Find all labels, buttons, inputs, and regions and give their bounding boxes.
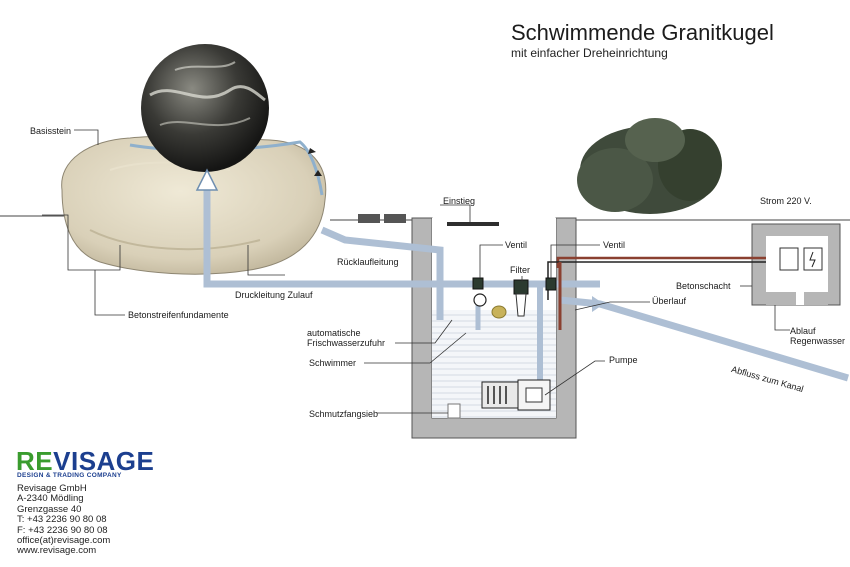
contact-name: Revisage GmbH bbox=[17, 483, 87, 494]
filter-unit bbox=[513, 279, 529, 317]
label-filter: Filter bbox=[510, 265, 530, 275]
logo-re: RE bbox=[16, 446, 54, 476]
betonschacht-box bbox=[751, 223, 841, 306]
flow-arrow-up bbox=[195, 168, 219, 191]
label-betonstreifenfundamente: Betonstreifenfundamente bbox=[128, 310, 229, 320]
flow-marks bbox=[308, 148, 322, 176]
dirt-strainer bbox=[447, 403, 461, 419]
company-contact: Revisage GmbH A-2340 Mödling Grenzgasse … bbox=[17, 483, 111, 557]
granite-sphere bbox=[141, 44, 269, 172]
valve-right bbox=[545, 277, 557, 291]
page-title: Schwimmende Granitkugel bbox=[511, 20, 774, 45]
contact-website[interactable]: www.revisage.com bbox=[17, 545, 97, 557]
logo-tagline: DESIGN & TRADING COMPANY bbox=[17, 472, 122, 479]
label-druckleitung-zulauf: Druckleitung Zulauf bbox=[235, 290, 313, 300]
stepping-slabs bbox=[358, 214, 406, 223]
page-subtitle: mit einfacher Dreheinrichtung bbox=[511, 46, 668, 60]
label-basisstein: Basisstein bbox=[30, 126, 72, 136]
float-valve bbox=[473, 293, 487, 307]
label-schwimmer: Schwimmer bbox=[309, 358, 357, 368]
valve-left bbox=[472, 277, 484, 290]
contact-fax: F: +43 2236 90 80 08 bbox=[17, 524, 108, 536]
leader-lines bbox=[42, 129, 790, 414]
label-strom: Strom 220 V. bbox=[760, 196, 812, 206]
contact-street: Grenzgasse 40 bbox=[17, 503, 82, 515]
label-frischwasserzufuhr: automatische Frischwasserzufuhr bbox=[307, 328, 386, 348]
flow-arrow-overflow bbox=[592, 296, 604, 312]
float bbox=[491, 305, 507, 319]
label-ruecklaufleitung: Rücklaufleitung bbox=[337, 257, 399, 267]
bush bbox=[577, 118, 722, 214]
label-ueberlauf: Überlauf bbox=[652, 296, 687, 306]
label-pumpe: Pumpe bbox=[609, 355, 638, 365]
logo-visage: VISAGE bbox=[53, 446, 155, 476]
company-logo: REVISAGE bbox=[16, 448, 154, 474]
label-schmutzfangsieb: Schmutzfangsieb bbox=[309, 409, 379, 419]
label-betonschacht: Betonschacht bbox=[676, 281, 731, 291]
label-ventil-left: Ventil bbox=[505, 240, 528, 250]
contact-email[interactable]: office(at)revisage.com bbox=[17, 535, 111, 547]
label-ablauf-regenwasser: Ablauf Regenwasser bbox=[790, 326, 846, 346]
contact-city: A-2340 Mödling bbox=[17, 493, 84, 505]
label-ventil-right: Ventil bbox=[603, 240, 626, 250]
label-einstieg: Einstieg bbox=[443, 196, 476, 206]
contact-phone: T: +43 2236 90 80 08 bbox=[17, 514, 107, 526]
pump bbox=[481, 379, 551, 411]
